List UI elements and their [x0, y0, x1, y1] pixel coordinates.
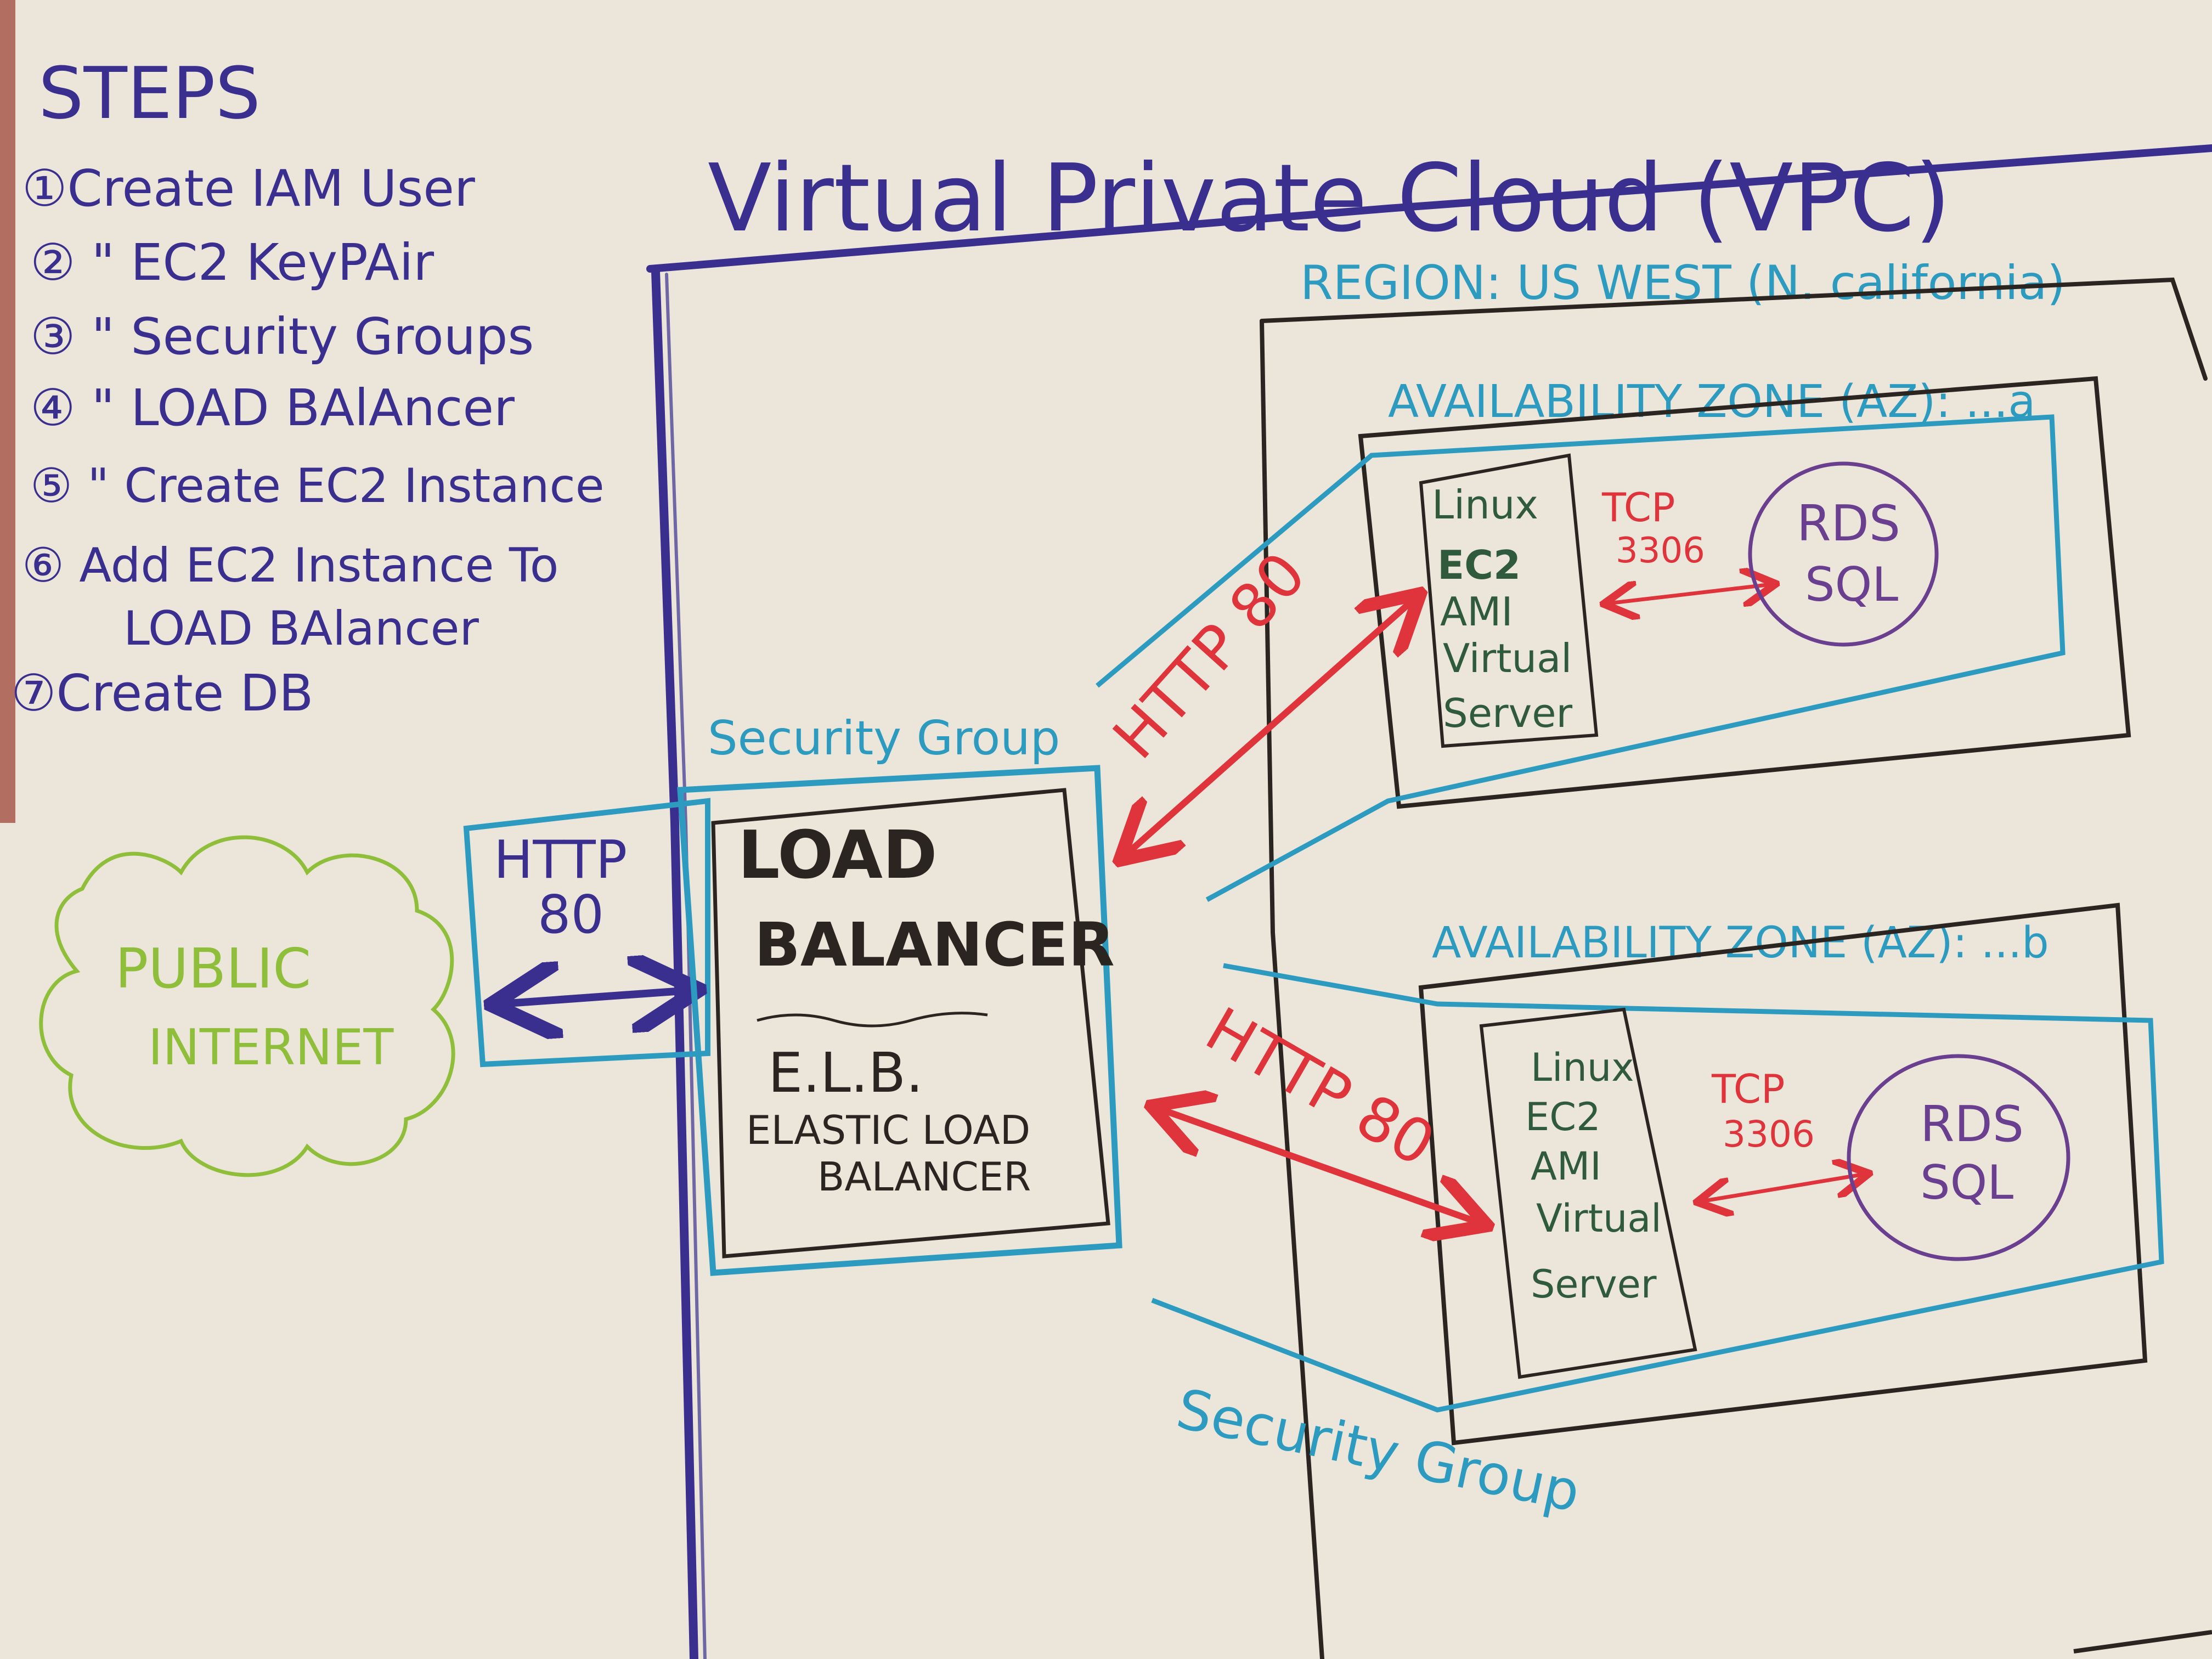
zone-a-ec2-line-3: AMI: [1440, 589, 1513, 635]
zone-b-ec2-box: [1479, 1007, 1697, 1379]
internet-lb-arrow: [499, 990, 691, 1004]
steps-list: STEPS ①Create IAM User ② " EC2 KeyPAir ③…: [11, 52, 605, 723]
zone-a-ec2-box: [1419, 453, 1599, 748]
region-group: REGION: US WEST (N. california): [1260, 256, 2212, 1659]
zone-b-border: [1418, 902, 2148, 1446]
zone-b-security-group: [1151, 963, 2164, 1413]
zone-b-ec2-line-4: Virtual: [1536, 1196, 1662, 1241]
region-border-top: [1260, 277, 2208, 381]
zone-b-ec2-line-2: EC2: [1525, 1094, 1601, 1139]
vpc-border-top: [646, 144, 2212, 273]
zone-a-ec2-line-1: Linux: [1432, 482, 1538, 528]
zone-a-ec2-line-4: Virtual: [1443, 635, 1572, 681]
zone-a-tcp-arrow: [1607, 584, 1772, 603]
ingress-security-box: HTTP 80: [463, 798, 710, 1068]
step-7: ⑦Create DB: [11, 664, 313, 723]
zone-a-rds: RDS: [1797, 495, 1900, 552]
zone-a-rds-circle: [1748, 461, 1939, 647]
zone-b-ec2-line-5: Server: [1531, 1262, 1657, 1307]
zone-b-tcp-port: 3306: [1723, 1113, 1815, 1155]
zone-b-tcp: TCP: [1711, 1066, 1785, 1112]
public-internet-cloud: PUBLIC INTERNET: [39, 835, 455, 1177]
lb-title-1: LOAD: [738, 817, 937, 894]
zone-a-label: AVAILABILITY ZONE (AZ): ...a: [1388, 376, 2036, 428]
ingress-http: HTTP: [494, 830, 627, 890]
lb-abbr: E.L.B.: [768, 1041, 923, 1105]
cloud-outline: [39, 835, 455, 1177]
zone-b-tcp-arrow: [1701, 1174, 1865, 1201]
lb-full-1: ELASTIC LOAD: [746, 1107, 1030, 1153]
lb-box: [711, 788, 1110, 1259]
zone-b-sql: SQL: [1920, 1155, 2013, 1210]
region-border-left: [1260, 319, 1324, 1659]
zone-a-sql: SQL: [1805, 557, 1898, 612]
vpc-title: Virtual Private Cloud (VPC): [708, 144, 1951, 253]
step-6: ⑥ Add EC2 Instance To: [22, 538, 558, 593]
internet-label-2: INTERNET: [148, 1019, 394, 1076]
step-1: ①Create IAM User: [22, 159, 475, 218]
paper-edge: [0, 0, 15, 823]
vpc-group: Virtual Private Cloud (VPC): [646, 144, 2212, 1659]
internet-label-1: PUBLIC: [115, 936, 311, 1001]
step-2: ② " EC2 KeyPAir: [30, 233, 434, 292]
lb-security-group-label: Security Group: [708, 711, 1060, 766]
lb-zone-a-arrow: [1125, 598, 1415, 856]
zone-b-rds-circle: [1847, 1054, 2070, 1261]
step-6-cont: LOAD BAlancer: [123, 601, 479, 656]
ingress-box: [463, 798, 710, 1068]
ingress-port: 80: [538, 885, 604, 945]
zone-b-rds: RDS: [1920, 1096, 2024, 1153]
zone-b-ec2-line-3: AMI: [1531, 1144, 1601, 1189]
step-4: ④ " LOAD BAlAncer: [30, 379, 515, 437]
lb-zone-b-arrow: [1158, 1108, 1481, 1223]
load-balancer-group: Security Group LOAD BALANCER E.L.B. ELAS…: [677, 711, 1122, 1276]
zone-a-ec2-line-2: EC2: [1437, 542, 1521, 588]
step-5: ⑤ " Create EC2 Instance: [30, 459, 605, 514]
lb-title-2: BALANCER: [754, 910, 1115, 980]
lb-security-box: [677, 765, 1122, 1276]
zone-a-tcp-port: 3306: [1616, 531, 1705, 571]
zone-b-ec2-line-1: Linux: [1531, 1045, 1634, 1090]
zone-a-tcp: TCP: [1601, 484, 1675, 531]
step-3: ③ " Security Groups: [30, 307, 534, 366]
steps-title: STEPS: [38, 52, 261, 135]
vpc-border-left: [651, 267, 698, 1659]
zone-a-ec2-line-5: Server: [1443, 690, 1573, 736]
lb-full-2: BALANCER: [817, 1154, 1031, 1200]
